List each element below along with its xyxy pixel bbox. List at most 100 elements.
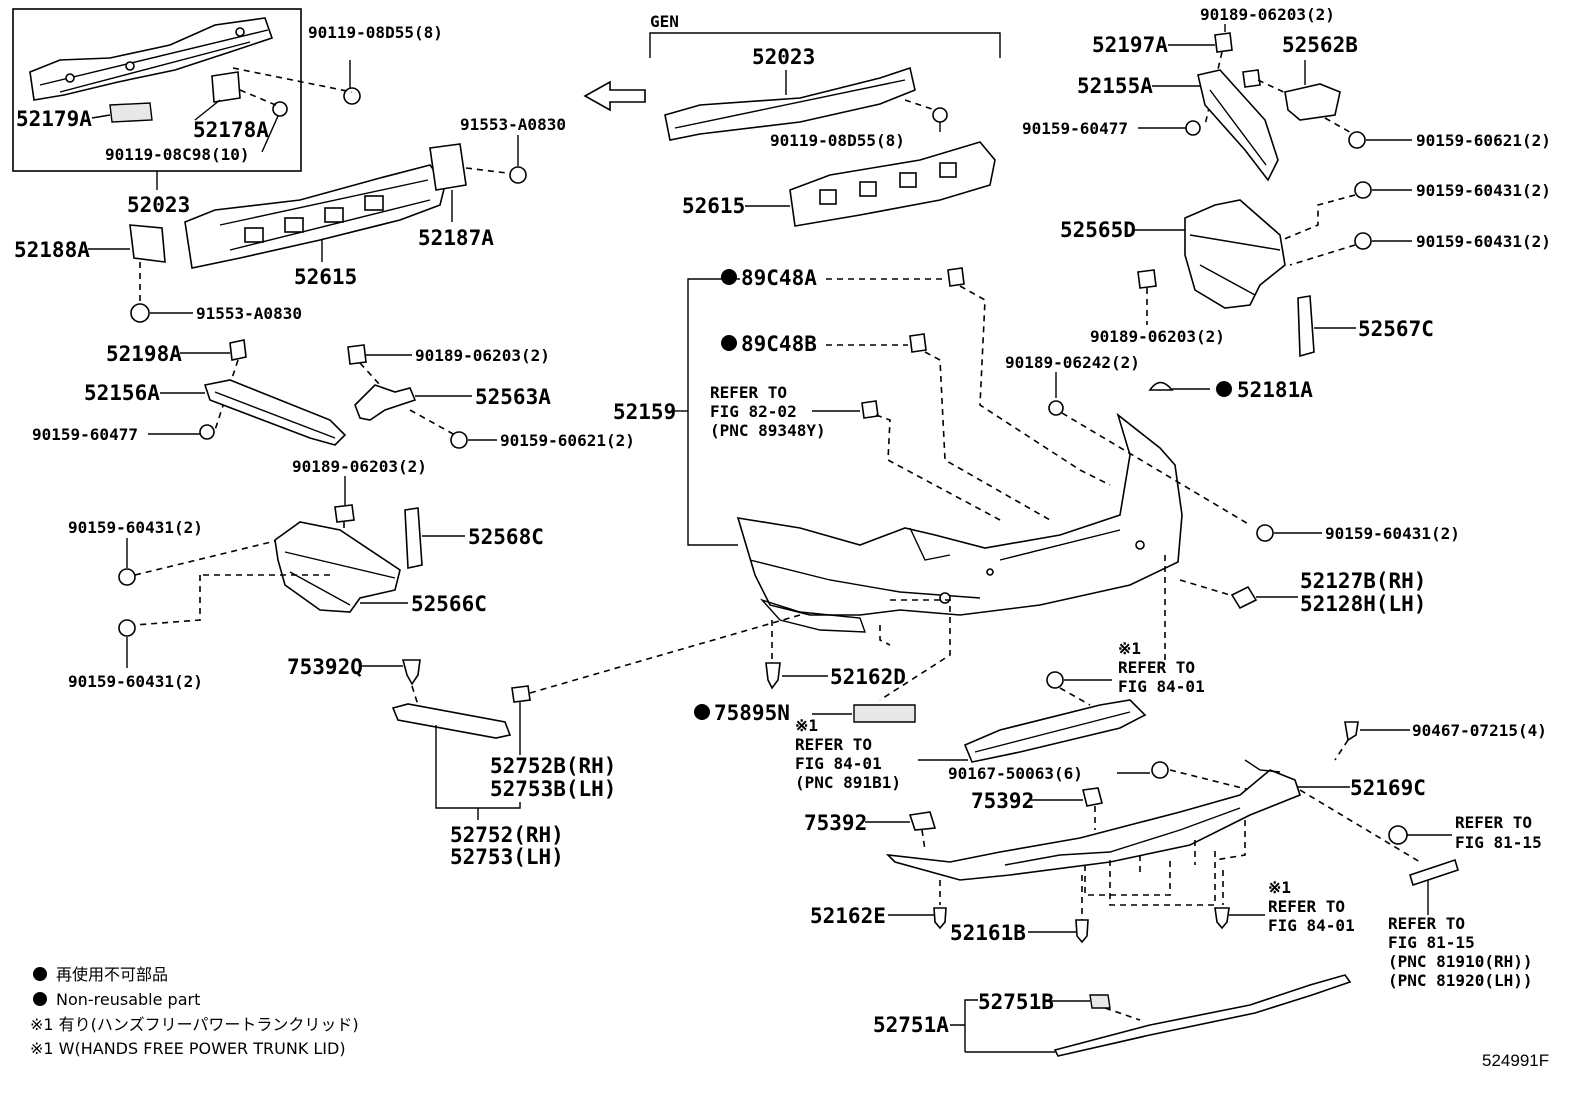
clip-icon — [401, 659, 421, 686]
part-number: 90159-60477 — [32, 425, 138, 444]
reference-note: (PNC 81910(RH)) — [1388, 952, 1533, 971]
part-number: 52615 — [294, 265, 357, 289]
bolt-icon — [272, 101, 288, 117]
legend-note-japanese: ※1 有り(ハンズフリーパワートランクリッド) — [30, 1015, 359, 1034]
clip-icon — [1082, 787, 1103, 807]
part-number: 52563A — [475, 385, 551, 409]
reference-note: REFER TO — [1118, 658, 1195, 677]
part-number: 90159-60431(2) — [1416, 181, 1551, 200]
reference-note: FIG 82-02 — [710, 402, 797, 421]
part-number: 90467-07215(4) — [1412, 721, 1547, 740]
part-number: 52568C — [468, 525, 544, 549]
clip-icon — [1075, 919, 1089, 944]
part-number: 52187A — [418, 226, 494, 250]
non-reusable-marker-icon — [694, 704, 710, 720]
part-number: 90189-06203(2) — [1200, 5, 1335, 24]
part-number: 52197A — [1092, 33, 1168, 57]
clip-icon — [229, 339, 247, 361]
part-number: 52181A — [1237, 378, 1313, 402]
lower-cover-52169c — [885, 759, 1301, 881]
retainer-52156a — [203, 379, 347, 446]
clip-icon — [861, 400, 879, 419]
part-number: 90159-60621(2) — [500, 431, 635, 450]
part-number: 52155A — [1077, 74, 1153, 98]
reflector-52752 — [391, 703, 512, 739]
clip-icon — [1185, 120, 1201, 136]
part-number: 90119-08C98(10) — [105, 145, 250, 164]
bolt-icon — [450, 431, 468, 449]
figure-code: 524991F — [1482, 1051, 1549, 1070]
reference-note: FIG 81-15 — [1388, 933, 1475, 952]
spacer-52567c — [1297, 295, 1315, 358]
clip-icon — [908, 811, 937, 831]
reference-note: (PNC 89348Y) — [710, 421, 826, 440]
clip-icon — [1242, 69, 1261, 88]
part-number: 90167-50063(6) — [948, 764, 1083, 783]
cap-52181a — [1148, 381, 1174, 391]
bracket-52159 — [687, 278, 740, 546]
part-number: 52023 — [127, 193, 190, 217]
part-number: 90159-60477 — [1022, 119, 1128, 138]
non-reusable-marker-icon — [33, 967, 47, 981]
part-number: 52752(RH) — [450, 823, 564, 847]
part-number: 52023 — [752, 45, 815, 69]
reference-note: FIG 84-01 — [1268, 916, 1355, 935]
reference-note: REFER TO — [1455, 813, 1532, 832]
part-number: 90159-60621(2) — [1416, 131, 1551, 150]
non-reusable-marker-icon — [721, 269, 737, 285]
reference-note: FIG 84-01 — [795, 754, 882, 773]
bracket-52566c — [274, 521, 401, 613]
hole-cover-52127b — [1230, 585, 1258, 610]
clip-icon — [199, 424, 215, 440]
part-number: 75392 — [971, 789, 1034, 813]
part-number: 52161B — [950, 921, 1026, 945]
bolt-icon — [118, 568, 136, 586]
part-number: 52566C — [411, 592, 487, 616]
part-number: 52179A — [16, 107, 92, 131]
part-number: 89C48A — [741, 266, 817, 290]
reinforcement-inset-part — [29, 17, 274, 101]
part-number: 52615 — [682, 194, 745, 218]
clip-icon — [765, 662, 781, 690]
clip-icon — [347, 344, 367, 365]
non-reusable-marker-icon — [33, 992, 47, 1006]
part-number: 90159-60431(2) — [68, 518, 203, 537]
legend-note-english: ※1 W(HANDS FREE POWER TRUNK LID) — [30, 1039, 346, 1058]
clip-icon — [947, 267, 965, 287]
bolt-icon — [932, 107, 948, 123]
clip-icon — [1089, 994, 1111, 1009]
part-number: 52752B(RH) — [490, 754, 616, 778]
part-number: 52562B — [1282, 33, 1358, 57]
part-number: 52128H(LH) — [1300, 592, 1426, 616]
part-number: 52753(LH) — [450, 845, 564, 869]
variant-label: GEN — [650, 12, 679, 31]
part-number: 91553-A0830 — [196, 304, 302, 323]
clip-icon — [130, 303, 150, 323]
energy-absorber-gen — [789, 141, 996, 227]
bracket-52562b — [1284, 83, 1341, 121]
part-number: 90159-60431(2) — [68, 672, 203, 691]
bolt-icon — [343, 87, 361, 105]
clip-icon — [1137, 269, 1157, 289]
molding-52751a — [1053, 974, 1352, 1057]
reference-note: REFER TO — [1388, 914, 1465, 933]
part-number: 52156A — [84, 381, 160, 405]
part-number: 90159-60431(2) — [1416, 232, 1551, 251]
part-number: 90189-06203(2) — [415, 346, 550, 365]
energy-absorber-left — [184, 164, 446, 269]
part-number: 52159 — [613, 400, 676, 424]
reflector-81910 — [1409, 858, 1459, 887]
clip-icon — [1388, 825, 1408, 845]
part-number: 52753B(LH) — [490, 777, 616, 801]
part-number: 90189-06242(2) — [1005, 353, 1140, 372]
bracket-52178a — [211, 71, 241, 103]
part-number: 52162E — [810, 904, 886, 928]
spacer-52568c — [404, 507, 423, 569]
sensor-bracket-891b1 — [963, 699, 1147, 763]
bracket-52565d — [1184, 199, 1286, 309]
bolt-icon — [1348, 131, 1366, 149]
bolt-icon — [1354, 232, 1372, 250]
clip-icon — [1214, 32, 1233, 53]
part-number: 75392Q — [287, 655, 363, 679]
